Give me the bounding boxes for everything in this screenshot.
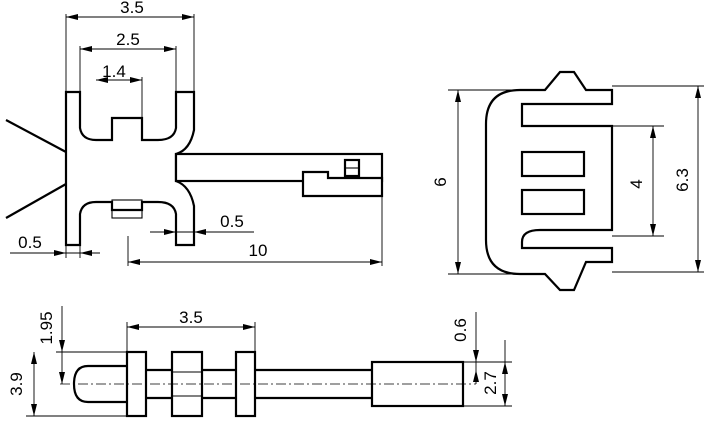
arrow-head — [59, 340, 65, 352]
dim-label-tail-thickness: 0.5 — [18, 233, 42, 252]
dim-label-pin-offset: 0.5 — [220, 212, 244, 231]
arrow-head — [695, 260, 701, 272]
dim-label-side-height: 6 — [431, 177, 450, 186]
arrow-head — [473, 350, 479, 362]
side-slot-upper — [520, 150, 586, 178]
arrow-head — [54, 250, 66, 256]
side-body-outline — [484, 70, 614, 292]
dim-label-overall-height: 6.3 — [673, 168, 692, 192]
dim-label-step: 0.6 — [451, 318, 470, 342]
arrow-head — [370, 259, 382, 265]
arrow-head — [130, 77, 142, 83]
arrow-head — [473, 370, 479, 382]
arrow-head — [31, 352, 37, 364]
arrow-head — [59, 372, 65, 384]
arrow-head — [182, 14, 194, 20]
shaft-segment — [202, 368, 236, 400]
arrow-head — [455, 262, 461, 274]
arrow-head — [31, 404, 37, 416]
arrow-head — [164, 229, 176, 235]
dim-label-overall-width: 3.5 — [120, 0, 144, 17]
arrow-head — [80, 250, 92, 256]
dim-label-inner-width: 2.5 — [116, 30, 140, 49]
arrow-head — [164, 46, 176, 52]
center-slot — [111, 199, 143, 219]
pin-bottom-view: 3.5 1.95 3.9 0.6 2.7 — [7, 306, 512, 418]
terminal-body-outline — [64, 90, 196, 247]
arrow-head — [194, 229, 206, 235]
arrow-head — [96, 77, 108, 83]
dim-label-slot-width: 1.4 — [102, 62, 126, 81]
arrow-head — [695, 86, 701, 98]
crimp-wing-line-upper — [5, 119, 67, 153]
arrow-head — [80, 46, 92, 52]
dim-label-slot-span: 4 — [627, 179, 646, 188]
terminal-top-view: 3.5 2.5 1.4 0.5 0.5 10 — [5, 0, 384, 266]
arrow-head — [502, 362, 508, 374]
arrow-head — [502, 394, 508, 406]
dim-label-diameter: 3.9 — [7, 372, 26, 396]
dim-label-tail-diameter: 2.7 — [481, 371, 500, 395]
terminal-side-view: 6 4 6.3 — [431, 70, 704, 292]
dim-label-half-height: 1.95 — [37, 311, 56, 344]
arrow-head — [650, 224, 656, 236]
arrow-head — [650, 126, 656, 138]
terminal-tip — [301, 170, 384, 198]
arrow-head — [127, 324, 139, 330]
shaft-segment — [146, 368, 172, 400]
side-slot-lower — [520, 188, 586, 216]
dim-label-tail-length: 10 — [249, 241, 268, 260]
arrow-head — [243, 324, 255, 330]
dim-label-collar-span: 3.5 — [179, 308, 203, 327]
crimp-wing-line-lower — [5, 183, 67, 219]
arrow-head — [128, 259, 140, 265]
arrow-head — [66, 14, 78, 20]
shaft-segment — [255, 368, 372, 400]
arrow-head — [455, 90, 461, 102]
